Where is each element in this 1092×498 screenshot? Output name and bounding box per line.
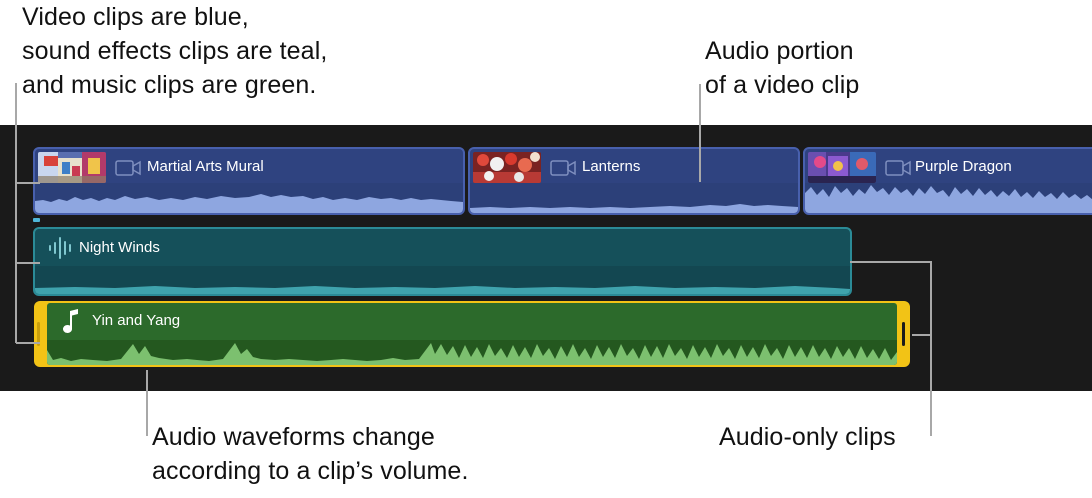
clip-thumbnail [473,152,541,183]
clip-title: Purple Dragon [915,158,1012,175]
audio-waveform [35,266,850,294]
music-note-icon [63,309,78,333]
callout-audio-only: Audio-only clips [719,420,896,454]
callout-line: according to a clip’s volume. [152,457,469,485]
video-clip[interactable]: Lanterns [468,147,800,215]
callout-line: Audio portion [705,37,854,65]
callout-line: and music clips are green. [22,71,317,99]
music-clip-body[interactable]: Yin and Yang [47,303,897,365]
callout-clip-colors: Video clips are blue, sound effects clip… [22,0,327,102]
video-camera-icon [115,160,141,176]
clip-title: Martial Arts Mural [147,158,264,175]
clip-header: Night Winds [35,229,850,267]
audio-waveform [47,340,897,365]
music-clip[interactable]: Yin and Yang [34,301,910,367]
clip-header: Martial Arts Mural [35,149,463,187]
leader-line-clip-colors [15,83,40,344]
clip-thumbnail [38,152,106,183]
clip-title: Yin and Yang [92,312,181,329]
clip-title: Night Winds [79,239,160,256]
clip-header: Purple Dragon [805,149,1092,187]
sound-effects-clip[interactable]: Night Winds [33,227,852,296]
callout-line: Audio waveforms change [152,423,435,451]
clip-header: Lanterns [470,149,798,187]
callout-line: of a video clip [705,71,860,99]
callout-line: Video clips are blue, [22,3,249,31]
waveform-icon [49,237,71,259]
video-clip[interactable]: Martial Arts Mural [33,147,465,215]
video-camera-icon [550,160,576,176]
leader-line-audio-only [850,261,932,436]
clip-title: Lanterns [582,158,641,175]
callout-waveforms: Audio waveforms change according to a cl… [152,420,469,488]
video-clip[interactable]: Purple Dragon [803,147,1092,215]
callout-line: Audio-only clips [719,423,896,451]
callout-line: sound effects clips are teal, [22,37,328,65]
trim-handle[interactable] [902,322,905,346]
video-camera-icon [885,160,911,176]
callout-audio-portion: Audio portion of a video clip [705,34,859,102]
audio-waveform [470,183,798,213]
audio-waveform [35,183,463,213]
audio-waveform [805,183,1092,213]
range-marker [33,218,40,222]
trim-handle[interactable] [37,322,40,346]
timeline[interactable]: Martial Arts Mural [0,125,1092,391]
clip-thumbnail [808,152,876,183]
clip-header: Yin and Yang [47,303,897,341]
